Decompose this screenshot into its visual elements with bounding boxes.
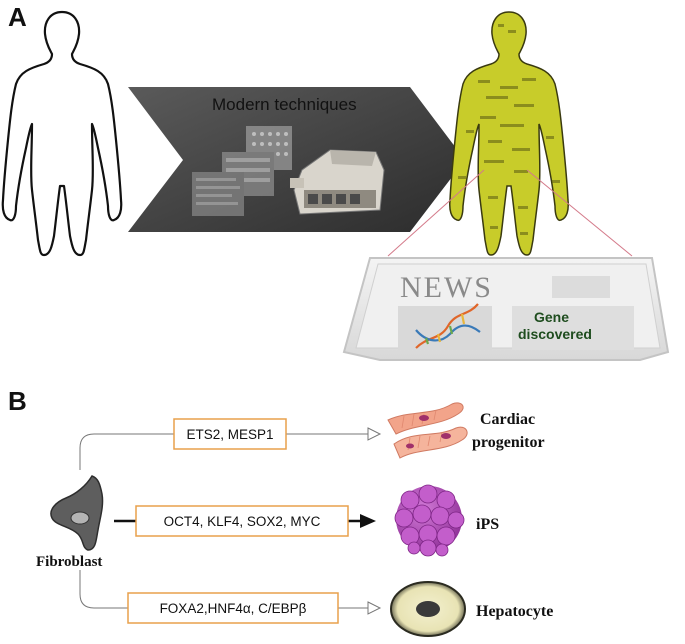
panel-a-label: A — [8, 2, 27, 32]
arrowhead-bottom — [367, 601, 382, 615]
callout-line-left — [387, 169, 485, 257]
ips-cell-cluster-icon — [394, 484, 465, 557]
target-label-cardiac-line2: progenitor — [472, 434, 545, 451]
sequencer-machine-icon — [290, 149, 385, 215]
microarray-images-icon — [192, 126, 292, 216]
branch-line-top — [79, 433, 370, 470]
callout-line-right — [526, 169, 633, 257]
arrowhead-middle — [360, 514, 376, 528]
newspaper-masthead: NEWS — [400, 271, 493, 304]
newspaper: NEWS Gene discovered — [342, 257, 670, 361]
factor-box-hepatocyte — [127, 592, 339, 624]
human-outline-icon — [1, 10, 123, 257]
newspaper-headline-line1: Gene — [534, 309, 569, 325]
modern-techniques-label: Modern techniques — [212, 95, 357, 114]
genome-human-icon — [449, 11, 569, 256]
target-label-ips: iPS — [476, 516, 499, 533]
fibroblast-cell-icon — [50, 475, 104, 551]
arrowhead-top — [367, 427, 382, 441]
target-label-hepatocyte: Hepatocyte — [476, 603, 553, 620]
factor-label-cardiac: ETS2, MESP1 — [186, 427, 273, 442]
factor-label-ips: OCT4, KLF4, SOX2, MYC — [164, 514, 321, 529]
target-label-cardiac-line1: Cardiac — [480, 411, 535, 428]
cardiac-progenitor-icon — [387, 402, 468, 459]
dna-helix-icon — [415, 303, 481, 349]
factor-label-hepatocyte: FOXA2,HNF4α, C/EBPβ — [160, 601, 307, 616]
factor-box-ips — [135, 505, 349, 537]
newspaper-headline-line2: discovered — [518, 326, 592, 342]
fibroblast-label: Fibroblast — [36, 554, 102, 570]
factor-box-cardiac — [173, 418, 287, 450]
hepatocyte-cell-icon — [390, 581, 466, 637]
branch-line-bottom — [79, 570, 370, 609]
panel-b-label: B — [8, 386, 27, 416]
